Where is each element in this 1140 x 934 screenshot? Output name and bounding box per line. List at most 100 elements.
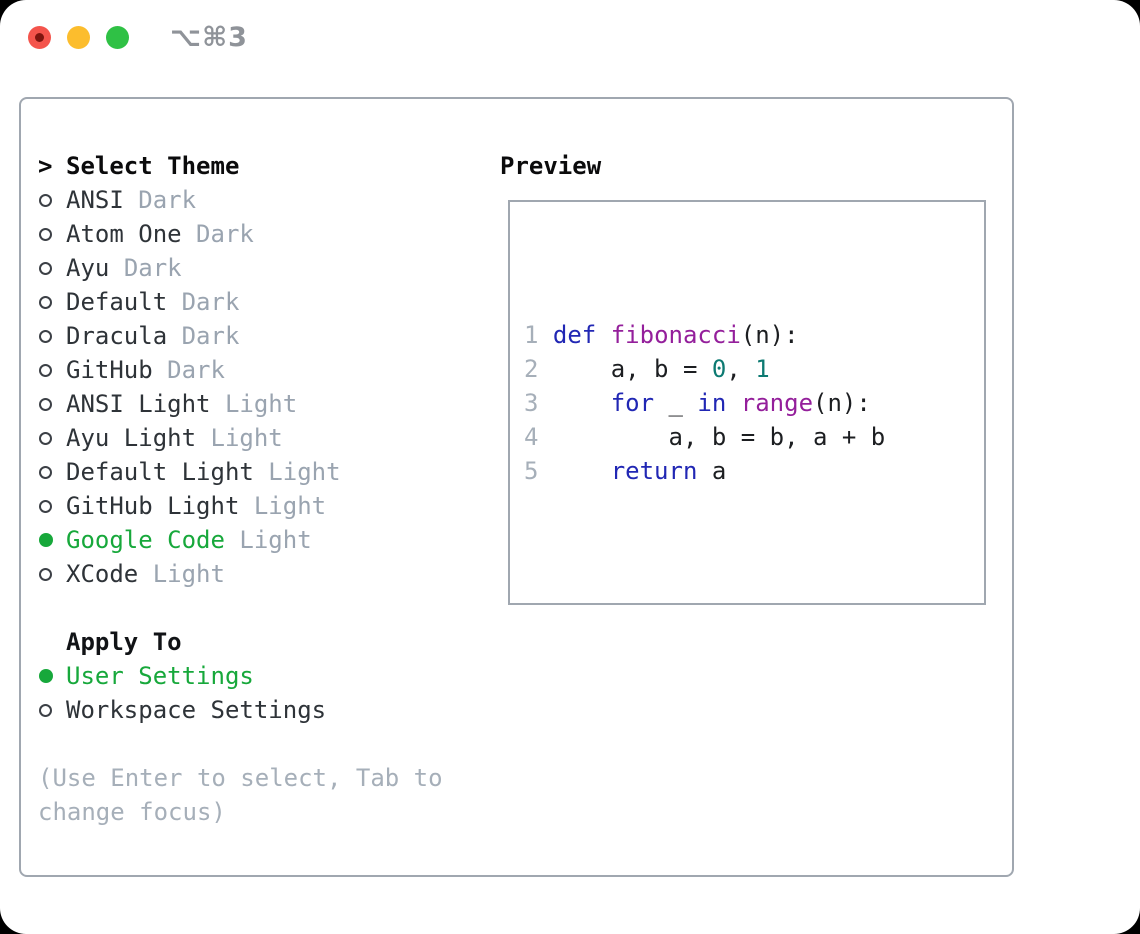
- apply-option-workspace-settings[interactable]: Workspace Settings: [38, 693, 488, 727]
- radio-cell: [38, 329, 66, 343]
- radio-cell: [38, 261, 66, 275]
- theme-name: Atom One: [66, 220, 182, 248]
- titlebar: ⌥⌘3: [28, 22, 248, 53]
- radio-unselected-icon: [39, 465, 52, 479]
- theme-variant-tag: Light: [253, 492, 327, 520]
- theme-variant-tag: Dark: [138, 186, 197, 214]
- radio-cell: [38, 431, 66, 445]
- radio-unselected-icon: [39, 295, 52, 309]
- line-number: 4: [524, 423, 539, 451]
- close-button[interactable]: [28, 25, 51, 49]
- radio-unselected-icon: [39, 499, 52, 513]
- code-token-keyword: for: [610, 389, 655, 417]
- apply-option-label: User Settings: [66, 662, 254, 690]
- code-token-plain: [726, 389, 740, 417]
- theme-name: Default Light: [66, 458, 254, 486]
- theme-name: ANSI Light: [66, 390, 211, 418]
- code-token-plain: [596, 321, 610, 349]
- spacer-space: [167, 319, 181, 353]
- radio-selected-icon: [39, 533, 53, 547]
- spacer-space: [538, 355, 552, 383]
- help-text: (Use Enter to select, Tab to change focu…: [38, 764, 443, 826]
- spacer-space: [196, 421, 210, 455]
- theme-option-ayu[interactable]: Ayu Dark: [38, 251, 488, 285]
- theme-option-dracula[interactable]: Dracula Dark: [38, 319, 488, 353]
- code-token-plain: a: [697, 457, 727, 485]
- theme-name: Dracula: [66, 322, 168, 350]
- code-token-function: fibonacci: [610, 321, 741, 349]
- code-token-plain: (n):: [813, 389, 871, 417]
- theme-option-github-light[interactable]: GitHub Light Light: [38, 489, 488, 523]
- preview-title: Preview: [500, 152, 602, 180]
- code-token-plain: [553, 389, 611, 417]
- spacer-space: [167, 285, 181, 319]
- spacer-space: [153, 353, 167, 387]
- code-token-keyword: def: [552, 321, 597, 349]
- apply-option-label: Workspace Settings: [66, 696, 327, 724]
- spacer-space: [109, 251, 123, 285]
- theme-option-ayu-light[interactable]: Ayu Light Light: [38, 421, 488, 455]
- code-line: 3 for _ in range(n):: [524, 386, 984, 420]
- radio-unselected-icon: [39, 363, 52, 377]
- theme-name: GitHub Light: [66, 492, 240, 520]
- code-token-plain: a, b = b, a + b: [552, 423, 886, 451]
- radio-cell: [38, 363, 66, 377]
- theme-option-google-code[interactable]: Google Code Light: [38, 523, 488, 557]
- spacer-space: [239, 489, 253, 523]
- zoom-button[interactable]: [106, 25, 129, 49]
- code-line: 1 def fibonacci(n):: [524, 318, 984, 352]
- line-number: 2: [524, 355, 539, 383]
- theme-variant-tag: Dark: [181, 322, 240, 350]
- minimize-button[interactable]: [67, 25, 90, 49]
- line-number: 1: [524, 321, 539, 349]
- spacer-space: [182, 217, 196, 251]
- radio-cell: [38, 567, 66, 581]
- theme-option-default[interactable]: Default Dark: [38, 285, 488, 319]
- radio-cell: [38, 499, 66, 513]
- radio-unselected-icon: [39, 329, 52, 343]
- spacer-space: [538, 423, 552, 451]
- theme-variant-tag: Dark: [167, 356, 225, 384]
- window-title: ⌥⌘3: [170, 21, 248, 53]
- spacer-space: [538, 457, 552, 485]
- spacer-space: [254, 455, 268, 489]
- radio-cell: [38, 295, 66, 309]
- apply-to-title: Apply To: [66, 628, 182, 656]
- radio-cell: [38, 193, 66, 207]
- theme-name: XCode: [66, 560, 139, 588]
- spacer-space: [538, 321, 552, 349]
- code-token-keyword: in: [697, 389, 727, 417]
- theme-option-default-light[interactable]: Default Light Light: [38, 455, 488, 489]
- radio-cell: [38, 465, 66, 479]
- theme-name: Ayu: [66, 254, 110, 282]
- theme-option-github[interactable]: GitHub Dark: [38, 353, 488, 387]
- theme-variant-tag: Light: [224, 390, 298, 418]
- code-token-number: 0: [711, 355, 727, 383]
- theme-option-ansi[interactable]: ANSI Dark: [38, 183, 488, 217]
- theme-name: Google Code: [66, 526, 225, 554]
- radio-unselected-icon: [39, 193, 52, 207]
- apply-option-user-settings[interactable]: User Settings: [38, 659, 488, 693]
- radio-cell: [38, 703, 66, 717]
- spacer-space: [138, 557, 152, 591]
- theme-name: ANSI: [66, 186, 124, 214]
- theme-variant-tag: Dark: [123, 254, 182, 282]
- spacer-space: [225, 523, 239, 557]
- theme-option-ansi-light[interactable]: ANSI Light Light: [38, 387, 488, 421]
- theme-name: GitHub: [66, 356, 153, 384]
- radio-unselected-icon: [39, 567, 52, 581]
- line-number: 3: [524, 389, 539, 417]
- radio-unselected-icon: [39, 397, 52, 411]
- radio-cell: [38, 533, 66, 547]
- theme-option-xcode[interactable]: XCode Light: [38, 557, 488, 591]
- cursor-arrow-icon: >: [38, 152, 53, 180]
- code-token-plain: _: [654, 389, 698, 417]
- code-token-plain: ,: [726, 355, 756, 383]
- code-token-plain: [553, 457, 611, 485]
- code-line: 5 return a: [524, 454, 984, 488]
- theme-option-atom-one[interactable]: Atom One Dark: [38, 217, 488, 251]
